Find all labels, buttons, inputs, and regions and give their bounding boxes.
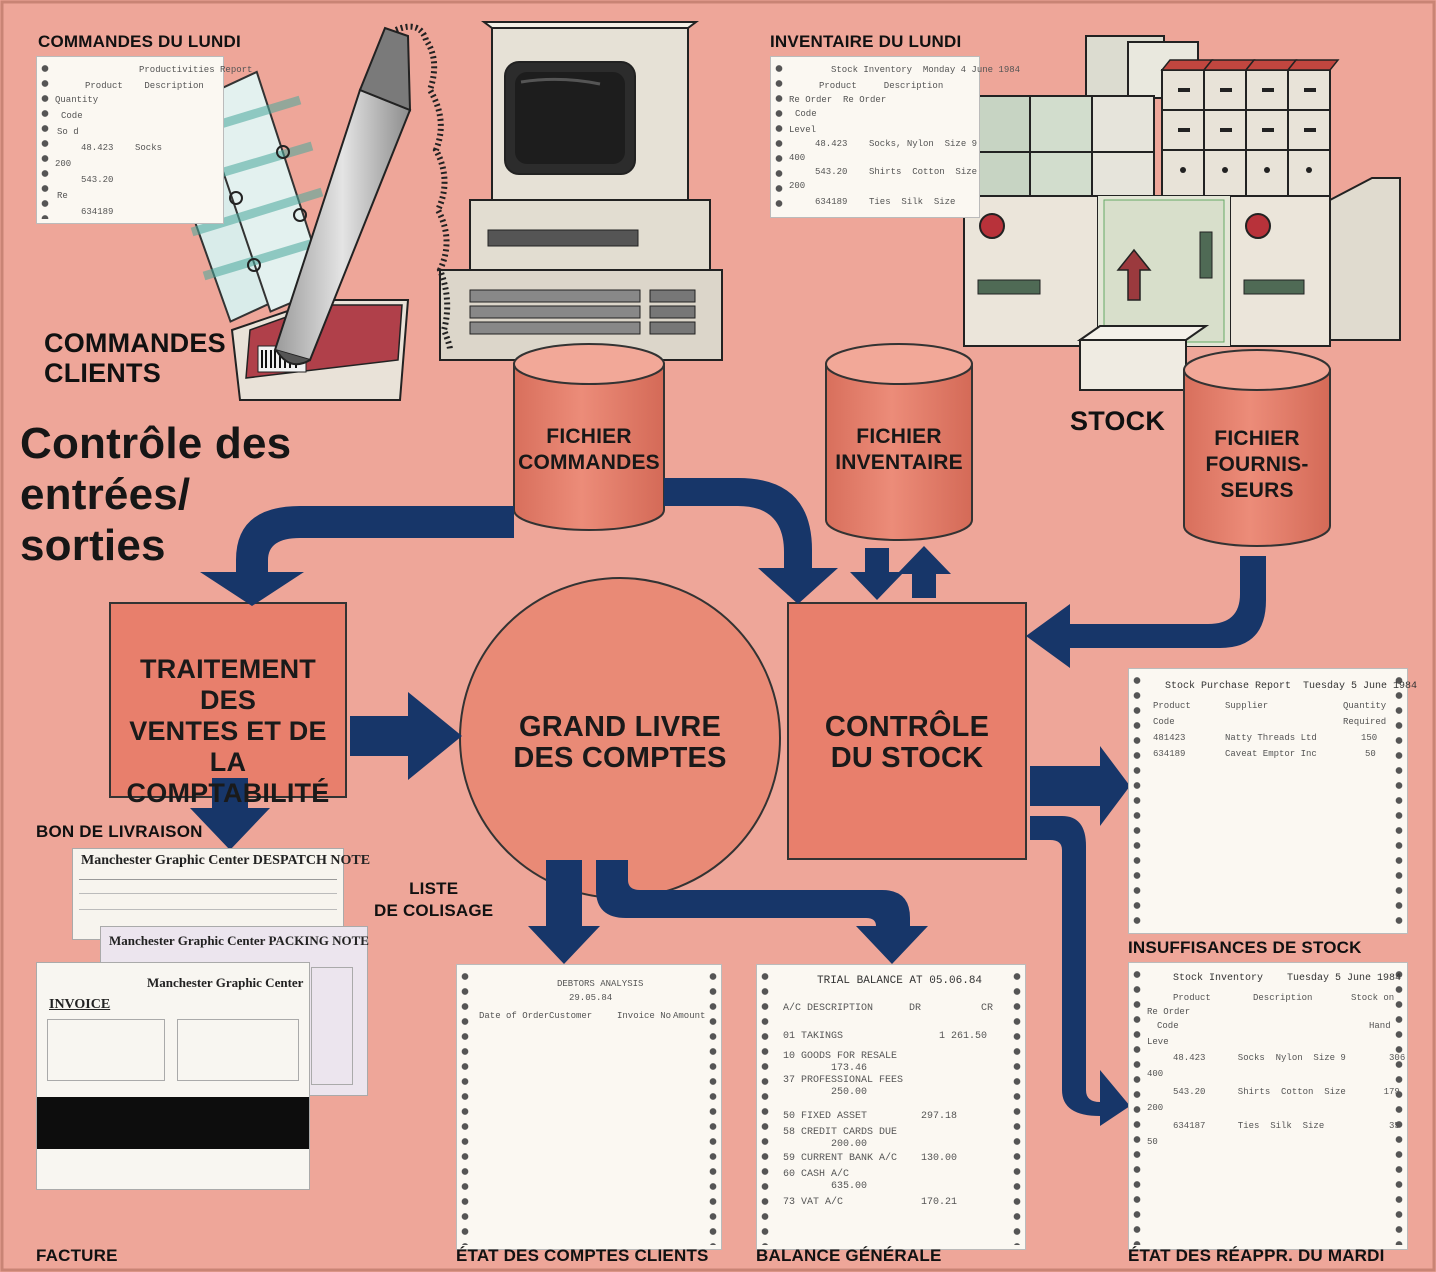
label-inventaire-lundi: INVENTAIRE DU LUNDI [770,32,962,51]
computer-illustration [439,21,723,361]
arrow-commandes-to-controle [664,478,838,604]
arrow-inventaire-down [850,548,904,600]
label-balance: BALANCE GÉNÉRALE [756,1246,942,1265]
label-etat-reappr: ÉTAT DES RÉAPPR. DU MARDI [1128,1246,1385,1265]
arrow-inventaire-up [897,546,951,598]
arrow-grand-livre-to-balance [596,860,928,964]
page-title: Contrôle des entrées/ sorties [20,419,292,570]
label-insuffisances: INSUFFISANCES DE STOCK [1128,938,1362,957]
arrow-grand-livre-to-etat-comptes [528,860,600,964]
arrow-commandes-to-traitement [200,478,514,606]
stock-illustration [963,35,1401,391]
label-facture: FACTURE [36,1246,118,1265]
process-label-controle: CONTRÔLE DU STOCK [824,711,990,774]
label-commandes-clients: COMMANDES CLIENTS [44,328,226,388]
printout-debtors-analysis: DEBTORS ANALYSIS 29.05.84 Date of Order … [456,964,722,1250]
label-stock: STOCK [1070,406,1166,436]
label-bon-livraison: BON DE LIVRAISON [36,822,203,841]
label-commandes-lundi: COMMANDES DU LUNDI [38,32,241,51]
flow-arrows [190,478,1266,1126]
despatch-note: Manchester Graphic Center DESPATCH NOTE [72,848,370,940]
arrow-traitement-to-bon [190,778,270,850]
arrow-controle-to-purchase [1030,746,1130,826]
cylinder-label-fournisseurs: FICHIER FOURNIS- SEURS [1205,427,1309,502]
cylinder-fichier-inventaire [825,343,973,541]
printout-stock-inventory-tuesday: Stock Inventory Tuesday 5 June 1984 Prod… [1128,962,1408,1250]
process-label-grand-livre: GRAND LIVRE DES COMPTES [513,711,727,774]
label-etat-comptes: ÉTAT DES COMPTES CLIENTS [456,1246,709,1265]
arrow-traitement-to-grand-livre [350,692,462,780]
cylinder-fichier-commandes [513,343,665,531]
process-label-traitement: TRAITEMENT DES VENTES ET DE LA COMPTABIL… [126,654,330,808]
label-liste-colisage: LISTE DE COLISAGE [374,879,494,920]
printout-stock-purchase: Stock Purchase Report Tuesday 5 June 198… [1128,668,1417,934]
arrow-controle-to-reappr [1030,816,1130,1126]
printout-trial-balance: TRIAL BALANCE AT 05.06.84 A/C DESCRIPTIO… [756,964,1026,1250]
invoice: Manchester Graphic Center INVOICE [36,962,310,1190]
printout-inventaire-lundi: Stock Inventory Monday 4 June 1984 Produ… [770,56,1020,218]
printout-commandes-lundi: Productivities Report Product Descriptio… [36,56,252,224]
cylinder-fichier-fournisseurs [1183,349,1331,547]
process-box-controle [787,602,1027,860]
cylinder-label-commandes: FICHIER COMMANDES [518,425,660,474]
arrow-fournisseurs-to-controle [1026,556,1266,668]
process-box-traitement [109,602,347,798]
cylinder-label-inventaire: FICHIER INVENTAIRE [835,425,963,474]
